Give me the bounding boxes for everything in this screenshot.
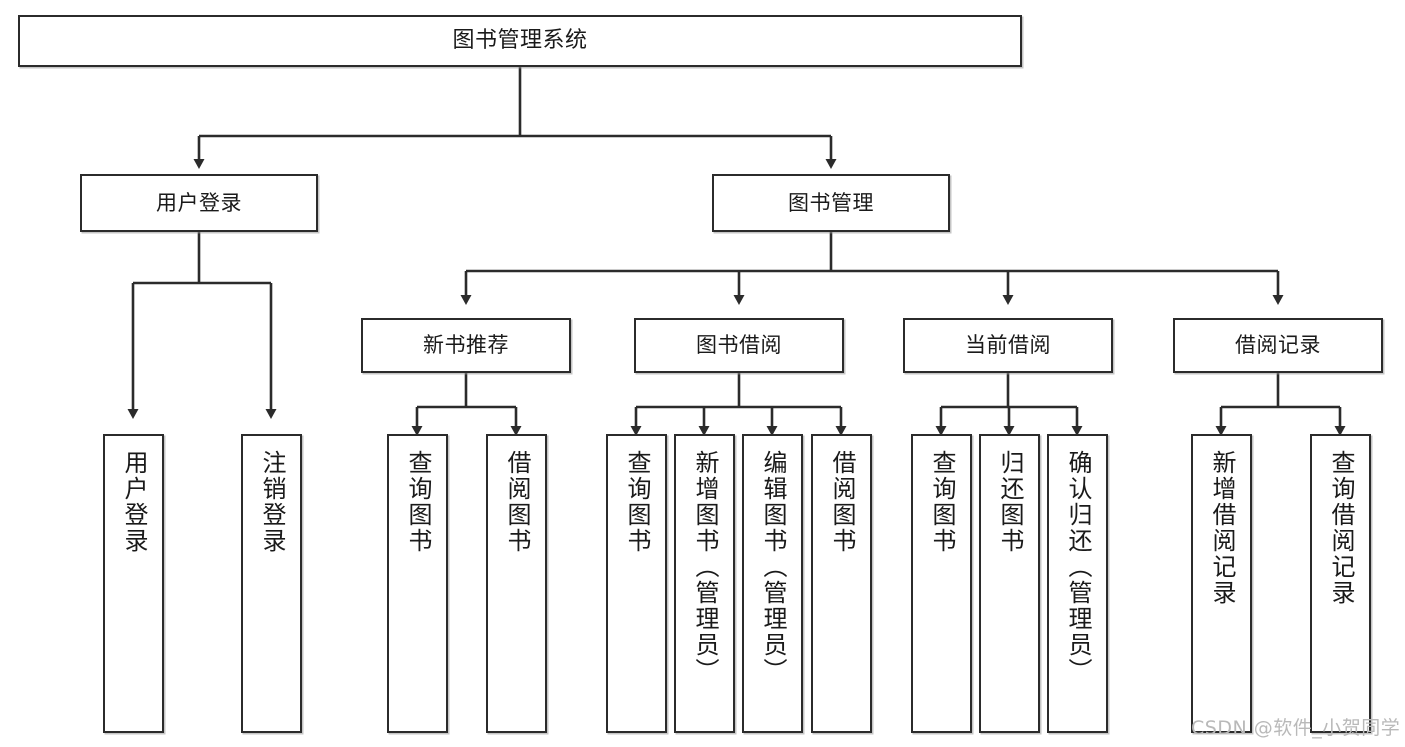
node-label: 新增借阅记录 bbox=[1207, 450, 1236, 606]
node-label: 图书管理系统 bbox=[452, 28, 588, 54]
node-label: 查询借阅记录 bbox=[1326, 450, 1355, 606]
node-label: 确认归还（管理员） bbox=[1063, 450, 1092, 684]
node-label: 当前借阅 bbox=[965, 333, 1051, 358]
node-label: 图书借阅 bbox=[696, 333, 782, 358]
node-label: 借阅记录 bbox=[1235, 333, 1321, 358]
node-label: 归还图书 bbox=[995, 450, 1024, 554]
node-user-login[interactable]: 用户登录 bbox=[80, 174, 318, 232]
node-leaf-user-login[interactable]: 用户登录 bbox=[103, 434, 164, 733]
node-leaf-confirm-return[interactable]: 确认归还（管理员） bbox=[1047, 434, 1108, 733]
node-borrow-record[interactable]: 借阅记录 bbox=[1173, 318, 1383, 373]
node-book-borrow[interactable]: 图书借阅 bbox=[634, 318, 844, 373]
node-current-borrow[interactable]: 当前借阅 bbox=[903, 318, 1113, 373]
node-leaf-add-borrow-record[interactable]: 新增借阅记录 bbox=[1191, 434, 1252, 733]
node-leaf-borrow-book-recommend[interactable]: 借阅图书 bbox=[486, 434, 547, 733]
node-leaf-logout-login[interactable]: 注销登录 bbox=[241, 434, 302, 733]
node-label: 图书管理 bbox=[788, 190, 874, 215]
node-label: 注销登录 bbox=[257, 450, 286, 554]
csdn-watermark: CSDN @软件_小贺同学 bbox=[1191, 717, 1401, 739]
node-new-book-recommend[interactable]: 新书推荐 bbox=[361, 318, 571, 373]
node-label: 用户登录 bbox=[156, 190, 242, 215]
node-label: 借阅图书 bbox=[502, 450, 531, 554]
node-leaf-query-book-current[interactable]: 查询图书 bbox=[911, 434, 972, 733]
node-label: 新增图书（管理员） bbox=[690, 450, 719, 684]
node-leaf-borrow-book[interactable]: 借阅图书 bbox=[811, 434, 872, 733]
node-label: 编辑图书（管理员） bbox=[758, 450, 787, 684]
node-label: 用户登录 bbox=[119, 450, 148, 554]
node-label: 查询图书 bbox=[622, 450, 651, 554]
node-root-system[interactable]: 图书管理系统 bbox=[18, 15, 1022, 67]
node-leaf-query-book-borrow[interactable]: 查询图书 bbox=[606, 434, 667, 733]
node-label: 借阅图书 bbox=[827, 450, 856, 554]
node-leaf-query-borrow-record[interactable]: 查询借阅记录 bbox=[1310, 434, 1371, 733]
node-leaf-edit-book[interactable]: 编辑图书（管理员） bbox=[742, 434, 803, 733]
node-leaf-query-book-recommend[interactable]: 查询图书 bbox=[387, 434, 448, 733]
node-label: 查询图书 bbox=[403, 450, 432, 554]
node-book-manage[interactable]: 图书管理 bbox=[712, 174, 950, 232]
node-leaf-return-book[interactable]: 归还图书 bbox=[979, 434, 1040, 733]
node-leaf-add-book[interactable]: 新增图书（管理员） bbox=[674, 434, 735, 733]
node-label: 新书推荐 bbox=[423, 333, 509, 358]
node-label: 查询图书 bbox=[927, 450, 956, 554]
